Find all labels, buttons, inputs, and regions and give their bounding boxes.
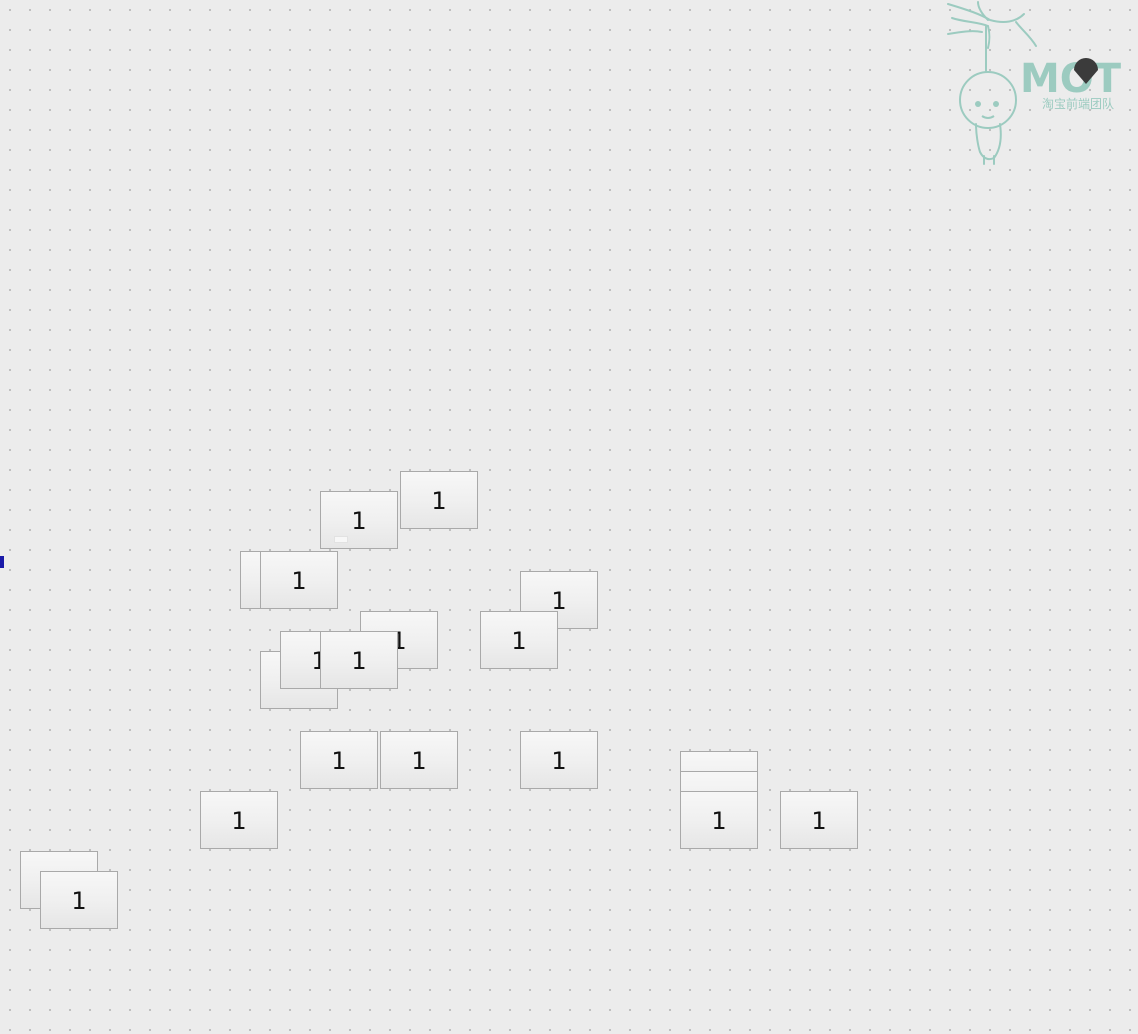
tile-label: 1 [811,807,827,835]
draggable-tile[interactable]: 1 [40,871,118,929]
tile-label: 1 [711,807,727,835]
draggable-tile[interactable]: 1 [380,731,458,789]
tree-mascot-icon: MOT 淘宝前端团队 [947,1,1122,165]
logo-brand: MOT [1020,56,1122,102]
draggable-tile[interactable]: 1 [400,471,478,529]
tile-label: 1 [511,627,527,655]
draggable-tile[interactable]: 1 [520,731,598,789]
draggable-tile[interactable]: 1 [780,791,858,849]
draggable-tile[interactable]: 1 [320,491,398,549]
tile-label: 1 [71,887,87,915]
drop-indicator [0,556,4,568]
tile-label: 1 [551,587,567,615]
tile-label: 1 [351,507,367,535]
logo: MOT 淘宝前端团队 [944,0,1138,170]
tile-label: 1 [551,747,567,775]
drag-chip [334,536,348,543]
tile-label: 1 [291,567,307,595]
logo-tagline: 淘宝前端团队 [1042,96,1114,111]
draggable-tile[interactable]: 1 [260,551,338,609]
tile-label: 1 [231,807,247,835]
draggable-tile[interactable]: 1 [480,611,558,669]
draggable-tile[interactable]: 1 [200,791,278,849]
tile-label: 1 [351,647,367,675]
draggable-tile[interactable]: 1 [300,731,378,789]
tile-label: 1 [431,487,447,515]
tile-label: 1 [331,747,347,775]
draggable-tile[interactable]: 1 [680,791,758,849]
tile-label: 1 [411,747,427,775]
draggable-tile[interactable]: 1 [320,631,398,689]
